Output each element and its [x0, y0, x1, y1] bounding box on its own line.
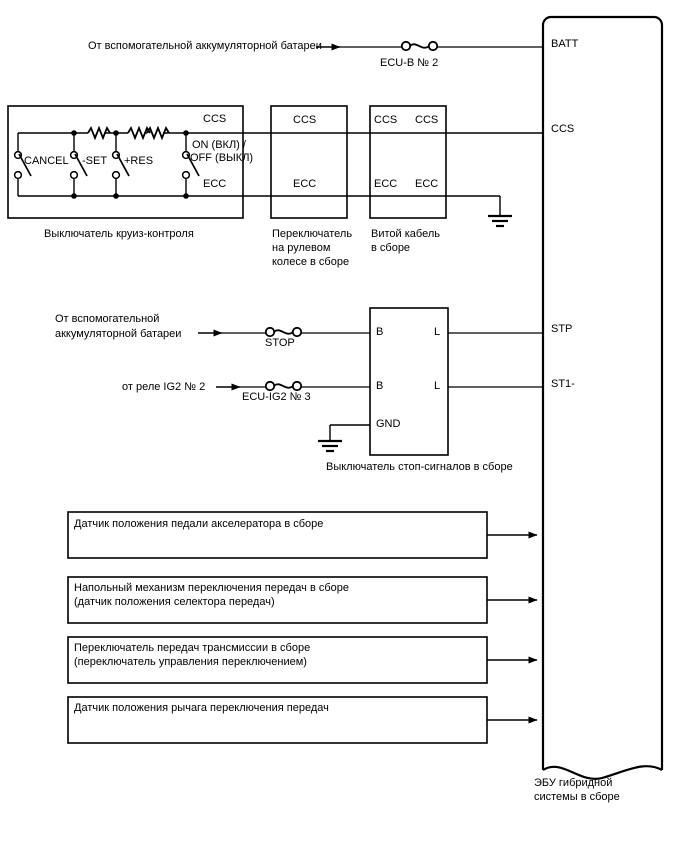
switch-label-set: -SET [82, 155, 108, 167]
ecu-terminal-stp: STP [551, 323, 573, 335]
stp-source-label-line2: аккумуляторной батареи [55, 328, 182, 340]
spiral-cable-caption-line1: Витой кабель [371, 228, 440, 240]
fuse-label-stop: STOP [265, 337, 295, 349]
stop-switch-terminal-b2: B [376, 380, 384, 392]
spiral-terminal-ccs-right: CCS [415, 114, 439, 126]
switch-label-onoff-line2: OFF (ВЫКЛ) [190, 152, 254, 164]
ecu-terminal-st1: ST1- [551, 378, 575, 390]
stop-switch-ground-connection [318, 424, 370, 453]
st1-source-label: от реле IG2 № 2 [122, 381, 206, 393]
ecu-caption-line2: системы в сборе [534, 791, 620, 803]
batt-feed-wire [316, 40, 543, 52]
ecu-outline [541, 15, 664, 781]
sensor-box-3-label-line2: (переключатель управления переключением) [74, 656, 307, 668]
steering-switch-caption-line3: колесе в сборе [272, 256, 350, 268]
cruise-control-switch-box [7, 105, 244, 219]
steering-switch-caption-line1: Переключатель [272, 228, 353, 240]
cruise-terminal-ecc-label: ECC [203, 178, 227, 190]
switch-label-cancel: CANCEL [24, 155, 69, 167]
spiral-terminal-ecc-left: ECC [374, 178, 398, 190]
spiral-terminal-ccs-left: CCS [374, 114, 398, 126]
sensor-box-2-label-line2: (датчик положения селектора передач) [74, 596, 275, 608]
ecu-terminal-batt: BATT [551, 38, 579, 50]
sensor-box-3-label-line1: Переключатель передач трансмиссии в сбор… [74, 642, 311, 654]
cruise-control-switch-caption: Выключатель круиз-контроля [44, 228, 194, 240]
spiral-cable-caption-line2: в сборе [371, 242, 411, 254]
stop-light-switch-box [369, 307, 449, 456]
sensor-box-3 [67, 636, 538, 684]
stop-switch-terminal-b1: B [376, 326, 384, 338]
steering-terminal-ccs-label: CCS [293, 114, 317, 126]
sensor-box-4-label: Датчик положения рычага переключения пер… [74, 702, 329, 714]
cruise-terminal-ccs-label: CCS [203, 113, 227, 125]
fuse-label-ecu-ig2: ECU-IG2 № 3 [242, 391, 311, 403]
switch-label-onoff-line1: ON (ВКЛ) / [192, 139, 246, 151]
sensor-box-1 [67, 511, 538, 559]
stp-feed-wire [198, 326, 543, 338]
steering-wheel-switch-box [270, 105, 348, 219]
st1-feed-wire [216, 380, 543, 392]
stp-source-label-line1: От вспомогательной [55, 313, 160, 325]
steering-switch-caption-line2: на рулевом [272, 242, 331, 254]
stop-switch-terminal-l1: L [434, 326, 441, 338]
sensor-box-4 [67, 696, 538, 744]
ecu-caption-line1: ЭБУ гибридной [534, 777, 613, 789]
sensor-box-1-label: Датчик положения педали акселератора в с… [74, 518, 324, 530]
batt-source-label: От вспомогательной аккумуляторной батаре… [88, 40, 322, 52]
sensor-box-2-label-line1: Напольный механизм переключения передач … [74, 582, 349, 594]
spiral-terminal-ecc-right: ECC [415, 178, 439, 190]
stop-switch-terminal-gnd: GND [376, 418, 401, 430]
ecc-ground-connection [488, 196, 512, 228]
fuse-label-ecu-b: ECU-B № 2 [380, 57, 439, 69]
steering-terminal-ecc-label: ECC [293, 178, 317, 190]
cruise-switch-internal-wiring [13, 125, 543, 199]
spiral-cable-box [369, 105, 447, 219]
sensor-box-2 [67, 576, 538, 624]
stop-light-switch-caption: Выключатель стоп-сигналов в сборе [326, 461, 513, 473]
stop-switch-terminal-l2: L [434, 380, 441, 392]
switch-label-res: +RES [124, 155, 154, 167]
ecu-terminal-ccs: CCS [551, 123, 575, 135]
